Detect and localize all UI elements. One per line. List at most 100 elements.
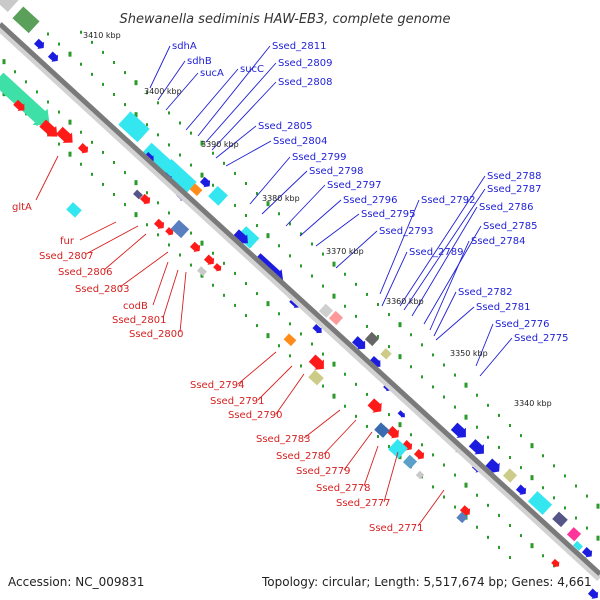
tick-mark [476, 525, 478, 529]
tick-mark [344, 404, 346, 408]
gene-label[interactable]: Ssed_2794 [190, 380, 245, 391]
tick-mark [168, 111, 170, 115]
gene-label[interactable]: Ssed_2799 [292, 152, 347, 163]
tick-mark [168, 211, 170, 215]
gene-block [159, 159, 197, 196]
tick-mark [542, 454, 544, 458]
gene-block [415, 470, 425, 480]
gene-label[interactable]: Ssed_2809 [278, 58, 333, 69]
gene-arrow [47, 51, 59, 62]
gene-label[interactable]: Ssed_2780 [276, 451, 331, 462]
tick-mark [179, 153, 181, 157]
gene-label[interactable]: Ssed_2806 [58, 267, 113, 278]
tick-mark [245, 314, 247, 317]
gene-arrow [401, 440, 413, 451]
gene-label[interactable]: sdhA [172, 41, 197, 52]
tick-mark [432, 385, 434, 389]
tick-mark [58, 110, 60, 114]
gene-box [415, 470, 425, 480]
gene-label[interactable]: Ssed_2788 [487, 171, 542, 182]
gene-label[interactable]: Ssed_2798 [309, 166, 364, 177]
gene-label[interactable]: sdhB [187, 56, 212, 67]
gene-block [153, 218, 165, 230]
gene-arrow [369, 356, 381, 368]
gene-label[interactable]: Ssed_2789 [409, 247, 464, 258]
tick-mark [454, 373, 456, 377]
gene-box [374, 422, 390, 438]
tick-mark [509, 556, 511, 559]
gene-label[interactable]: Ssed_2800 [129, 329, 184, 340]
gene-label[interactable]: Ssed_2791 [210, 396, 265, 407]
gene-arrow [0, 72, 50, 126]
gene-label[interactable]: Ssed_2790 [228, 410, 283, 421]
tick-mark [421, 343, 423, 347]
gene-label[interactable]: Ssed_2797 [327, 180, 382, 191]
gene-label[interactable]: Ssed_2793 [379, 226, 434, 237]
gene-label[interactable]: fur [60, 236, 75, 247]
gene-arrow [233, 229, 248, 244]
gene-label[interactable]: Ssed_2782 [458, 287, 513, 298]
topology-text: Topology: circular; Length: 5,517,674 bp… [261, 575, 592, 589]
tick-mark [124, 171, 126, 175]
gene-box [208, 185, 228, 206]
gene-label[interactable]: Ssed_2777 [336, 498, 391, 509]
gene-label[interactable]: Ssed_2781 [476, 302, 531, 313]
gene-label[interactable]: sucA [200, 68, 224, 79]
gene-label[interactable]: Ssed_2795 [361, 209, 416, 220]
gene-label[interactable]: Ssed_2776 [495, 319, 550, 330]
gene-block [33, 38, 45, 50]
tick-mark [454, 473, 456, 477]
gene-label[interactable]: Ssed_2783 [256, 434, 311, 445]
gene-box [318, 303, 334, 318]
label-line [435, 306, 475, 341]
gene-block [47, 51, 59, 62]
gene-label[interactable]: Ssed_2792 [421, 195, 476, 206]
gene-label[interactable]: sucC [240, 64, 264, 75]
accession-text: Accession: NC_009831 [8, 575, 144, 589]
gene-label[interactable]: Ssed_2805 [258, 121, 313, 132]
gene-arrow [459, 505, 471, 516]
gene-box [197, 266, 207, 277]
gene-block [118, 111, 150, 143]
gene-label[interactable]: Ssed_2778 [316, 483, 371, 494]
gene-block [133, 189, 143, 200]
tick-mark [212, 151, 214, 155]
gene-label[interactable]: Ssed_2771 [369, 523, 424, 534]
gene-label[interactable]: Ssed_2807 [39, 251, 94, 262]
gene-block [380, 348, 392, 360]
gene-label[interactable]: Ssed_2779 [296, 466, 351, 477]
gene-label[interactable]: Ssed_2796 [343, 195, 398, 206]
gene-label[interactable]: Ssed_2787 [487, 184, 542, 195]
gene-label[interactable]: Ssed_2808 [278, 77, 333, 88]
gene-label[interactable]: gltA [12, 202, 32, 213]
gene-box [12, 6, 40, 34]
label-line [323, 419, 357, 455]
tick-mark [487, 503, 489, 507]
gene-label[interactable]: Ssed_2801 [112, 315, 167, 326]
gene-label[interactable]: Ssed_2775 [514, 333, 569, 344]
tick-mark [278, 344, 280, 348]
tick-mark [124, 71, 126, 75]
label-line [417, 489, 445, 527]
gene-box [328, 310, 344, 326]
tick-mark [256, 224, 258, 228]
tick-mark [498, 545, 500, 549]
gene-label[interactable]: Ssed_2811 [272, 41, 327, 52]
gene-arrow [199, 176, 211, 188]
tick-mark [498, 413, 500, 417]
gene-label[interactable]: Ssed_2786 [479, 202, 534, 213]
gene-block [39, 119, 58, 137]
gene-label[interactable]: Ssed_2784 [471, 236, 526, 247]
gene-label[interactable]: Ssed_2803 [75, 284, 130, 295]
gene-label[interactable]: codB [123, 301, 148, 312]
label-line [343, 431, 373, 471]
gene-label[interactable]: Ssed_2785 [483, 221, 538, 232]
gene-arrow [144, 152, 154, 162]
tick-mark [190, 263, 192, 267]
tick-mark [289, 322, 291, 326]
tick-mark [278, 212, 280, 216]
label-line [275, 373, 305, 415]
gene-label[interactable]: Ssed_2804 [273, 136, 328, 147]
tick-mark [200, 140, 204, 146]
gene-arrow [581, 547, 593, 558]
